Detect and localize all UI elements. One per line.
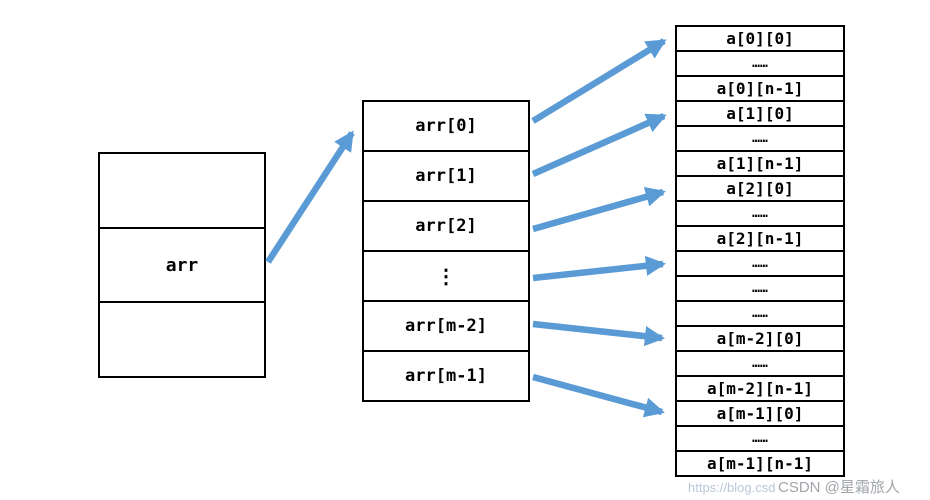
ellipsis-cell: ……	[677, 202, 843, 227]
ellipsis-cell: ……	[677, 427, 843, 452]
a-m-1-0-cell: a[m-1][0]	[677, 402, 843, 427]
a-0-n-1-cell: a[0][n-1]	[677, 77, 843, 102]
a-2-n-1-cell: a[2][n-1]	[677, 227, 843, 252]
left-empty-top-cell	[100, 154, 264, 229]
ellipsis-cell: ……	[677, 252, 843, 277]
arr-m-2-cell: arr[m-2]	[364, 302, 528, 352]
a-1-n-1-cell: a[1][n-1]	[677, 152, 843, 177]
arrow-arr[m-1]-to-a[m-1][0]	[532, 373, 665, 418]
a-2-0-cell: a[2][0]	[677, 177, 843, 202]
arrow-arr[2]-to-a[2][0]	[532, 186, 666, 233]
ellipsis-cell: ……	[677, 127, 843, 152]
a-m-2-n-1-cell: a[m-2][n-1]	[677, 377, 843, 402]
arrow-arr[0]-to-a[0][0]	[531, 38, 667, 124]
ellipsis-cell: ……	[677, 352, 843, 377]
arr-variable-cell: arr	[100, 229, 264, 304]
arrow-arr[1]-to-a[1][0]	[531, 113, 667, 177]
a-1-0-cell: a[1][0]	[677, 102, 843, 127]
a-m-1-n-1-cell: a[m-1][n-1]	[707, 454, 813, 473]
arrow-arr-to-arr[0]	[265, 130, 355, 264]
arr-variable-box: arr	[98, 152, 266, 378]
ellipsis-cell: ……	[677, 52, 843, 77]
arr-0-cell: arr[0]	[364, 102, 528, 152]
arr-1-cell: arr[1]	[364, 152, 528, 202]
a-0-0-cell: a[0][0]	[677, 27, 843, 52]
watermark-url: https://blog.csd	[688, 480, 776, 495]
a-m-2-0-cell: a[m-2][0]	[677, 327, 843, 352]
ellipsis-cell: ……	[677, 302, 843, 327]
ellipsis-cell: ……	[677, 277, 843, 302]
arr-2-cell: arr[2]	[364, 202, 528, 252]
arrow-vertical-ellipsis-to-ellipsis-row	[532, 255, 667, 282]
arrow-arr[m-2]-to-a[m-2][0]	[532, 320, 666, 347]
array-elements-box: a[0][0]……a[0][n-1]a[1][0]……a[1][n-1]a[2]…	[675, 25, 845, 477]
watermark-author: CSDN @星霜旅人	[778, 479, 900, 496]
arr-m-1-cell: arr[m-1]	[405, 366, 487, 386]
left-empty-bottom-cell	[100, 303, 264, 376]
vertical-ellipsis-cell: ⋮	[364, 252, 528, 302]
pointer-array-box: arr[0]arr[1]arr[2]⋮arr[m-2] arr[m-1]	[362, 100, 530, 402]
